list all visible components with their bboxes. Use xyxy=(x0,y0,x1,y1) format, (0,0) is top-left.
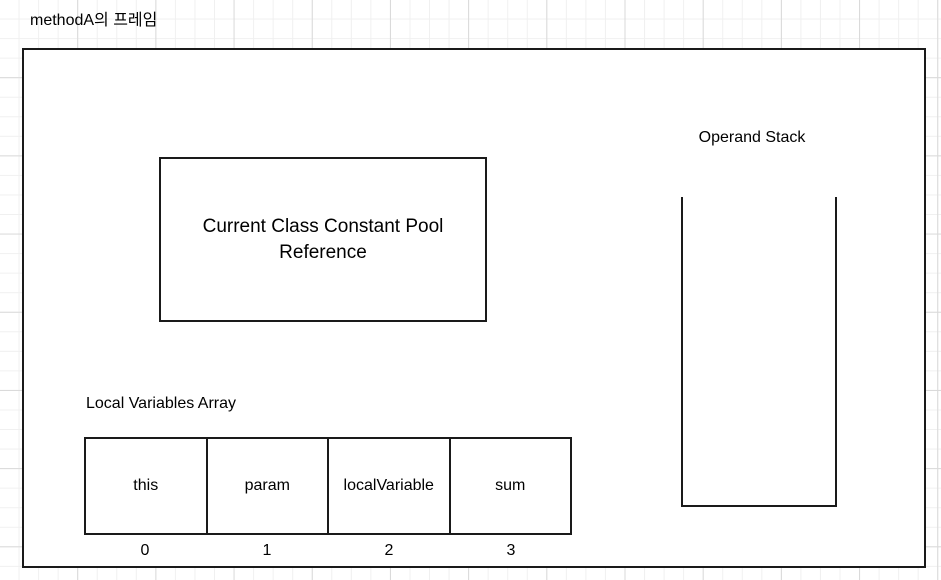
local-variable-index: 3 xyxy=(506,542,516,559)
local-variable-index: 0 xyxy=(140,542,150,559)
operand-stack-container xyxy=(681,197,837,507)
local-variables-array-index-row: 0 1 2 3 xyxy=(84,541,572,561)
local-variable-index: 1 xyxy=(262,542,272,559)
local-variable-slot: sum xyxy=(495,477,526,494)
page-title: methodA의 프레임 xyxy=(30,12,158,29)
constant-pool-reference-label: Current Class Constant Pool Reference xyxy=(202,215,444,263)
operand-stack-label: Operand Stack xyxy=(698,129,806,146)
local-variables-array-label: Local Variables Array xyxy=(86,395,236,412)
local-variable-slot: localVariable xyxy=(329,439,451,533)
local-variable-slot: this xyxy=(86,439,208,533)
stack-frame-container: Current Class Constant Pool Reference Op… xyxy=(22,48,926,568)
local-variable-index: 2 xyxy=(384,542,394,559)
local-variables-array-table: this param localVariable sum xyxy=(84,437,572,535)
constant-pool-reference-box: Current Class Constant Pool Reference xyxy=(159,157,487,322)
local-variable-slot: param xyxy=(208,439,329,533)
